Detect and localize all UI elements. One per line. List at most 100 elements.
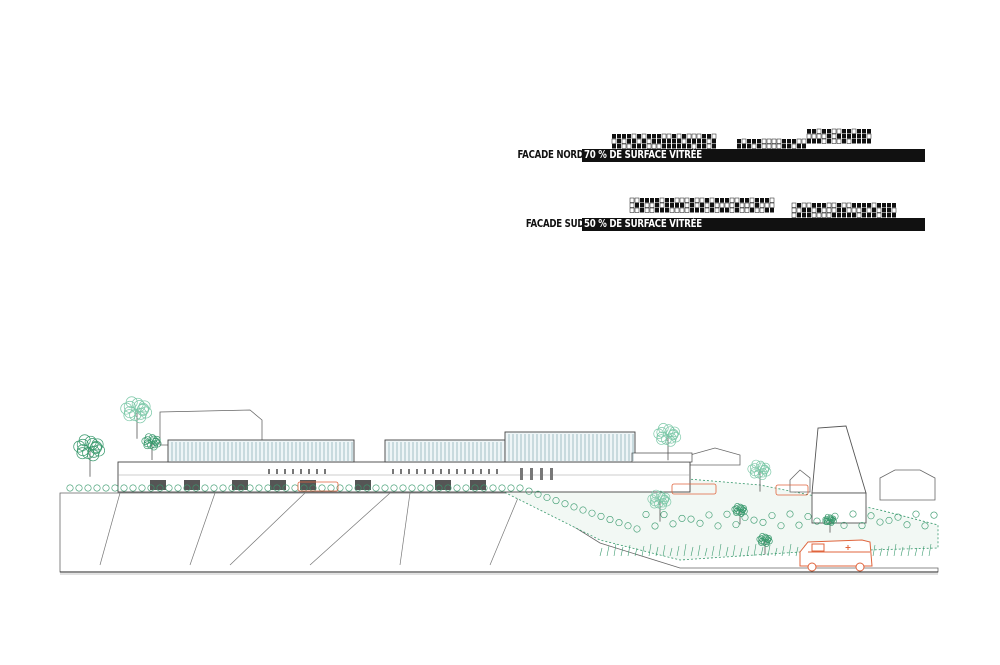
wall-cell [729,202,735,208]
grass [704,547,708,557]
glazing-cell [690,203,694,208]
shrub [408,484,416,492]
glazing-cell [817,203,821,208]
wall-cell [626,143,632,149]
glazing-cell [837,203,841,208]
window [424,469,426,474]
shrub [192,484,200,492]
wall-cell [739,207,745,213]
shrub [705,511,713,519]
glazing-cell [647,134,651,139]
wall-cell [764,202,770,208]
shrub [714,522,722,530]
facade-nord-row: FACADE NORD 70 % DE SURFACE VITRÉE [500,122,930,162]
wall-cell [761,138,767,144]
grass [746,545,750,557]
wall-cell [674,197,680,203]
wall-cell [891,207,897,213]
glazing-cell [702,139,706,144]
shrub [372,484,380,492]
glazing-cell [857,134,861,139]
wall-cell [644,202,650,208]
wall-cell [651,143,657,149]
shrub [921,522,929,530]
glazing-cell [617,134,621,139]
glazing-cell [770,208,774,213]
shrub [930,511,938,519]
glazing-cell [650,198,654,203]
glazing-cell [612,134,616,139]
grass [718,543,722,557]
glazing-cell [725,198,729,203]
glazing-cell [807,208,811,213]
tree [141,433,162,460]
shrub [444,484,452,492]
shrub [606,515,614,523]
wall-cell [811,207,817,213]
wall-cell [796,207,802,213]
glazing-cell [857,139,861,144]
glazing-cell [635,203,639,208]
tree [756,533,773,555]
glazing-cell [792,139,796,144]
shrub [687,515,695,523]
shrub [876,518,884,526]
wall-cell [674,207,680,213]
glazing-cell [887,213,891,218]
shrub [615,519,623,527]
wall-cell [791,202,797,208]
glazing-cell [667,144,671,149]
shrub [894,513,902,521]
wall-cell [629,202,635,208]
shrub [273,484,281,492]
wall-cell [801,138,807,144]
wall-cell [776,138,782,144]
glazing-cell [847,134,851,139]
glazing-cell [657,139,661,144]
wall-cell [836,138,842,144]
shrub [111,484,119,492]
glazing-cell [757,144,761,149]
shrub [588,509,596,517]
glazing-cell [755,198,759,203]
wall-cell [641,133,647,139]
wall-cell [791,143,797,149]
grass [725,546,729,557]
garage-door [470,480,486,490]
wall-cell [649,207,655,213]
shrub [579,506,587,514]
facade-nord-ratio: 70 % DE SURFACE VITRÉE [584,149,702,161]
shrub [498,484,506,492]
glazing-cell [642,139,646,144]
shrub [381,484,389,492]
grass [620,546,624,557]
window [472,469,474,474]
glazing-cell [677,144,681,149]
garage-door [184,480,200,490]
wall-cell [761,143,767,149]
shrub [642,510,650,518]
glazing-cell [670,198,674,203]
shrub [156,484,164,492]
wall-cell [811,133,817,139]
glazing-cell [837,208,841,213]
glazing-cell [672,139,676,144]
grass [753,543,757,557]
background-houses [159,409,936,501]
glazing-cell [827,139,831,144]
glazing-cell [822,129,826,134]
glazing-cell [632,139,636,144]
wall-cell [691,133,697,139]
grass [767,544,771,557]
grass [606,545,610,557]
glazing-cell [857,203,861,208]
grass [655,546,659,557]
wall-cell [679,207,685,213]
glazing-cell [642,144,646,149]
shrub [597,512,605,520]
wall-cell [729,197,735,203]
shrub [363,484,371,492]
window [268,469,270,474]
window [284,469,286,474]
